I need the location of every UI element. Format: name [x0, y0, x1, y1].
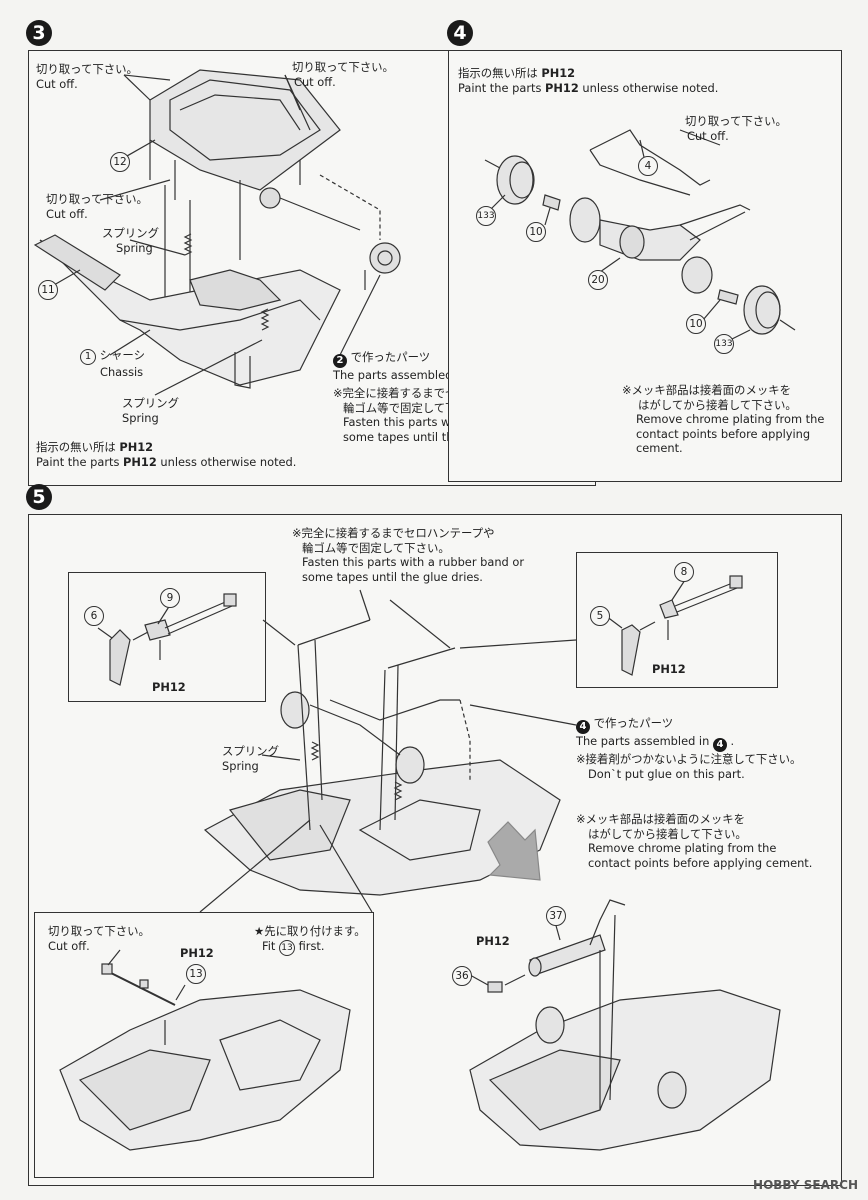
chassis-jp: シャーシ: [99, 348, 145, 362]
part-callout-9: 9: [160, 588, 180, 608]
tape-jp-1: ※完全に接着するまでセロハンテープや: [292, 526, 495, 540]
step5-chrome-note: ※メッキ部品は接着面のメッキを はがしてから接着して下さい。 Remove ch…: [576, 812, 812, 870]
paint-code: PH12: [545, 80, 579, 95]
chrome-en-2: contact points before applying cement.: [588, 855, 813, 870]
chrome-en-1: Remove chrome plating from the: [588, 841, 777, 855]
step3-spring-1: スプリング Spring: [102, 226, 159, 255]
noglue-en: Don`t put glue on this part.: [588, 766, 745, 781]
cutoff-en: Cut off.: [294, 74, 336, 89]
step3-spring-2: スプリング Spring: [122, 396, 179, 425]
step5-sub-cutoff: 切り取って下さい。 Cut off.: [48, 924, 150, 953]
step5-number: 5: [26, 484, 52, 510]
paint-en-tail: unless otherwise noted.: [160, 454, 297, 469]
part-callout-10: 10: [526, 222, 546, 242]
cutoff-jp: 切り取って下さい。: [36, 62, 138, 76]
chassis-en: Chassis: [100, 365, 144, 379]
paint-en: Paint the parts: [458, 80, 542, 95]
part-callout-133: 133: [714, 334, 734, 354]
step3-cutoff-3: 切り取って下さい。 Cut off.: [46, 192, 148, 221]
watermark: HOBBY SEARCH: [753, 1178, 858, 1192]
step5-tape-note: ※完全に接着するまでセロハンテープや 輪ゴム等で固定して下さい。 Fasten …: [292, 526, 524, 584]
paint-en: Paint the parts: [36, 454, 120, 469]
step3-cutoff-1: 切り取って下さい。 Cut off.: [36, 62, 138, 91]
part-callout-4: 4: [638, 156, 658, 176]
paint-code: PH12: [123, 454, 157, 469]
step5-spring-label: スプリング Spring: [222, 744, 279, 773]
assembled-jp: で作ったパーツ: [350, 350, 431, 364]
part-callout-36: 36: [452, 966, 472, 986]
paint-en-tail: unless otherwise noted.: [582, 80, 719, 95]
step4-paint-note: 指示の無い所は PH12 Paint the parts PH12 unless…: [458, 66, 718, 95]
step5-left-ph: PH12: [152, 680, 186, 694]
part-callout-10: 10: [686, 314, 706, 334]
cutoff-en: Cut off.: [48, 938, 90, 953]
part-callout-37: 37: [546, 906, 566, 926]
spring-en: Spring: [222, 758, 259, 773]
step4-panel: [448, 50, 842, 482]
spring-jp: スプリング: [102, 226, 159, 240]
chrome-en-3: cement.: [636, 441, 683, 455]
step3-number: 3: [26, 20, 52, 46]
part-callout-5: 5: [590, 606, 610, 626]
step-ref-badge: 4: [712, 738, 727, 752]
part-callout-13: 13: [278, 939, 295, 956]
step3-paint-note: 指示の無い所は PH12 Paint the parts PH12 unless…: [36, 440, 296, 469]
step5-fit-first: ★先に取り付けます。 Fit 13 first.: [254, 924, 366, 956]
chrome-jp-1: ※メッキ部品は接着面のメッキを: [576, 812, 746, 826]
paint-jp: 指示の無い所は: [458, 66, 538, 80]
paint-jp: 指示の無い所は: [36, 440, 116, 454]
part-callout-133: 133: [476, 206, 496, 226]
cutoff-en: Cut off.: [46, 206, 88, 221]
step4-cutoff: 切り取って下さい。 Cut off.: [685, 114, 787, 143]
paint-code: PH12: [119, 440, 154, 454]
part-callout-20: 20: [588, 270, 608, 290]
step-ref-badge: 4: [576, 720, 590, 734]
spring-en: Spring: [122, 410, 159, 425]
chrome-en-1: Remove chrome plating from the: [636, 412, 825, 426]
spring-jp: スプリング: [122, 396, 179, 410]
step5-right-ph: PH12: [652, 662, 686, 676]
step5-assembled-note: 4 で作ったパーツ The parts assembled in 4 . ※接着…: [576, 716, 802, 781]
cutoff-jp: 切り取って下さい。: [685, 114, 787, 128]
chrome-jp-2: はがしてから接着して下さい。: [638, 397, 797, 412]
fit-first-en-post: first.: [298, 938, 325, 953]
tape-en-2: some tapes until the glue dries.: [302, 569, 483, 584]
part-callout-6: 6: [84, 606, 104, 626]
assembled-jp: で作ったパーツ: [593, 716, 674, 730]
chrome-jp-2: はがしてから接着して下さい。: [588, 826, 747, 841]
fit-first-en: Fit: [262, 938, 276, 953]
step3-cutoff-2: 切り取って下さい。 Cut off.: [292, 60, 394, 89]
step5-muffler-ph: PH12: [476, 934, 510, 948]
cutoff-jp: 切り取って下さい。: [46, 192, 148, 206]
tape-en-1: Fasten this parts with a rubber band or: [302, 555, 525, 569]
chrome-jp-1: ※メッキ部品は接着面のメッキを: [622, 383, 792, 397]
cutoff-en: Cut off.: [687, 128, 729, 143]
assembled-en: The parts assembled in: [576, 734, 710, 748]
step3-chassis-label: 1 シャーシ Chassis: [80, 348, 145, 380]
paint-code: PH12: [541, 66, 576, 80]
tape-jp-2: 輪ゴム等で固定して下さい。: [302, 540, 450, 555]
step4-chrome-note: ※メッキ部品は接着面のメッキを はがしてから接着して下さい。 Remove ch…: [622, 383, 824, 456]
part-callout-11: 11: [38, 280, 58, 300]
step5-sub-ph: PH12: [180, 946, 214, 960]
noglue-jp: ※接着剤がつかないように注意して下さい。: [576, 752, 802, 766]
step-ref-badge: 2: [333, 354, 347, 368]
spring-jp: スプリング: [222, 744, 279, 758]
cutoff-jp: 切り取って下さい。: [48, 924, 150, 938]
part-callout-13: 13: [186, 964, 206, 984]
cutoff-jp: 切り取って下さい。: [292, 60, 394, 74]
part-callout-12: 12: [110, 152, 130, 172]
assembled-en: The parts assembled in: [333, 368, 467, 382]
spring-en: Spring: [116, 240, 153, 255]
fit-first-jp: ★先に取り付けます。: [254, 924, 366, 938]
cutoff-en: Cut off.: [36, 76, 78, 91]
part-callout-1: 1: [80, 349, 96, 365]
step4-number: 4: [447, 20, 473, 46]
chrome-en-2: contact points before applying: [636, 426, 811, 441]
part-callout-8: 8: [674, 562, 694, 582]
